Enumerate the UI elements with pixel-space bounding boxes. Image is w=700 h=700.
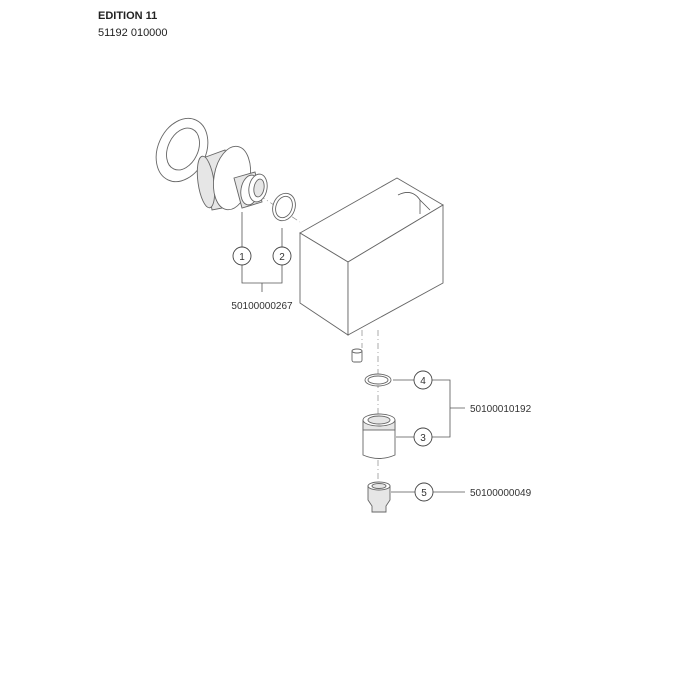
callout-1: 1 [232,246,252,266]
callout-3: 3 [413,427,433,447]
callout-2: 2 [272,246,292,266]
svg-text:4: 4 [420,376,426,387]
part-5-insert [367,481,391,513]
part-number-set-3-4: 50100010192 [470,404,532,415]
edition-title: EDITION 11 [98,10,158,22]
callout-5: 5 [414,482,434,502]
part-number-5: 50100000049 [470,488,532,499]
part-2-o-ring [272,192,296,222]
svg-text:3: 3 [420,433,426,444]
shower-holder-block [299,177,444,336]
part-1-wall-connector [196,145,268,211]
svg-text:5: 5 [421,488,427,499]
rosette-ring [155,117,209,183]
leader-lines [241,212,465,493]
part-3-cartridge [362,413,396,459]
part-4-o-ring [364,373,392,387]
callout-4: 4 [413,370,433,390]
article-number: 51192 010000 [98,27,168,39]
svg-text:1: 1 [239,252,245,263]
svg-text:2: 2 [279,252,285,263]
small-pin [351,348,363,363]
part-number-set-1-2: 50100000267 [231,301,293,312]
